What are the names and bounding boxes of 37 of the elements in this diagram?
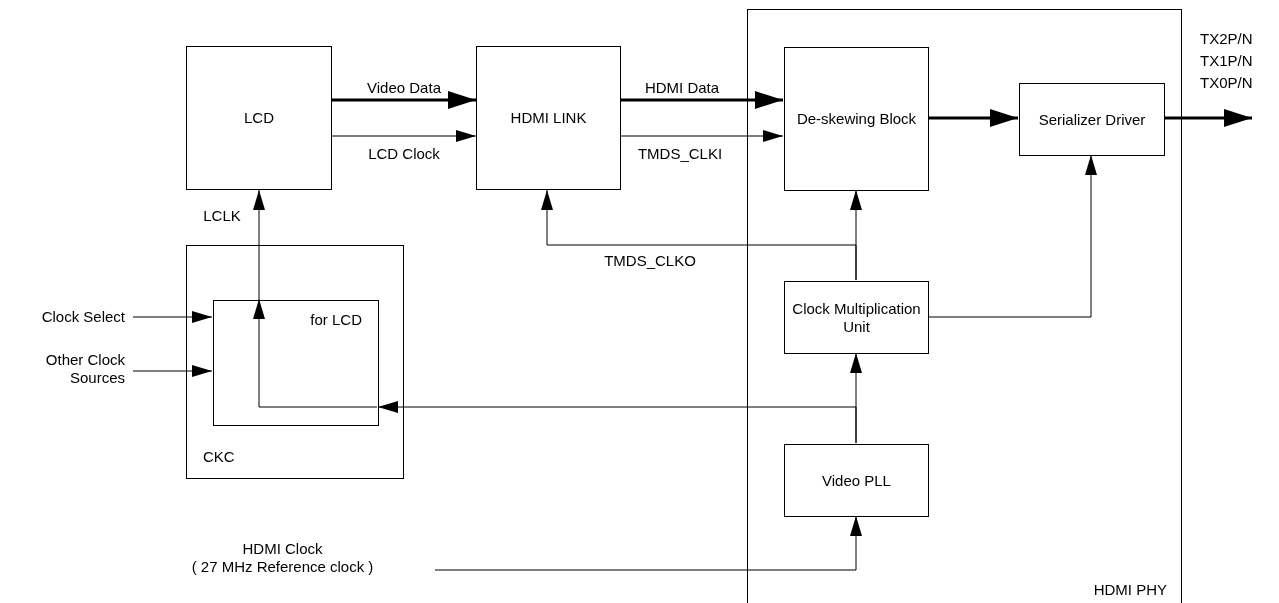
block [476, 46, 621, 190]
arrow [377, 401, 857, 444]
signal-name: TX1P/N [1200, 52, 1253, 70]
signal-label: Clock Select [5, 306, 125, 328]
signal-name: TX2P/N [1200, 30, 1253, 48]
arrow [132, 365, 213, 377]
box-label: HDMI LINK [509, 109, 588, 127]
block [1019, 83, 1165, 156]
module-box [747, 9, 1182, 603]
signal-label: HDMI Clock ( 27 MHz Reference clock ) [130, 536, 435, 580]
box-label: CKC [202, 448, 236, 466]
block [186, 46, 332, 190]
block [784, 281, 929, 354]
arrow [434, 515, 862, 571]
block [784, 47, 929, 191]
arrow [253, 189, 265, 300]
arrow [1164, 109, 1252, 127]
arrow [927, 154, 1097, 318]
box-label: LCD [243, 109, 275, 127]
arrow [331, 130, 477, 142]
arrow [541, 189, 857, 281]
block [186, 245, 404, 479]
arrow [928, 109, 1018, 127]
box-label: for LCD [309, 311, 363, 329]
box-label: Clock Multiplication Unit [791, 299, 922, 336]
signal-name: TX0P/N [1200, 74, 1253, 92]
block [213, 300, 379, 426]
box-label: HDMI PHY [1092, 581, 1168, 599]
arrow [332, 91, 476, 109]
signal-label: Other Clock Sources [5, 348, 125, 390]
box-label: Serializer Driver [1037, 110, 1147, 129]
box-label: Video PLL [821, 471, 892, 490]
block [784, 444, 929, 517]
arrow [621, 91, 783, 109]
arrow [132, 311, 213, 323]
box-label: De-skewing Block [795, 110, 918, 128]
arrow [620, 130, 784, 142]
